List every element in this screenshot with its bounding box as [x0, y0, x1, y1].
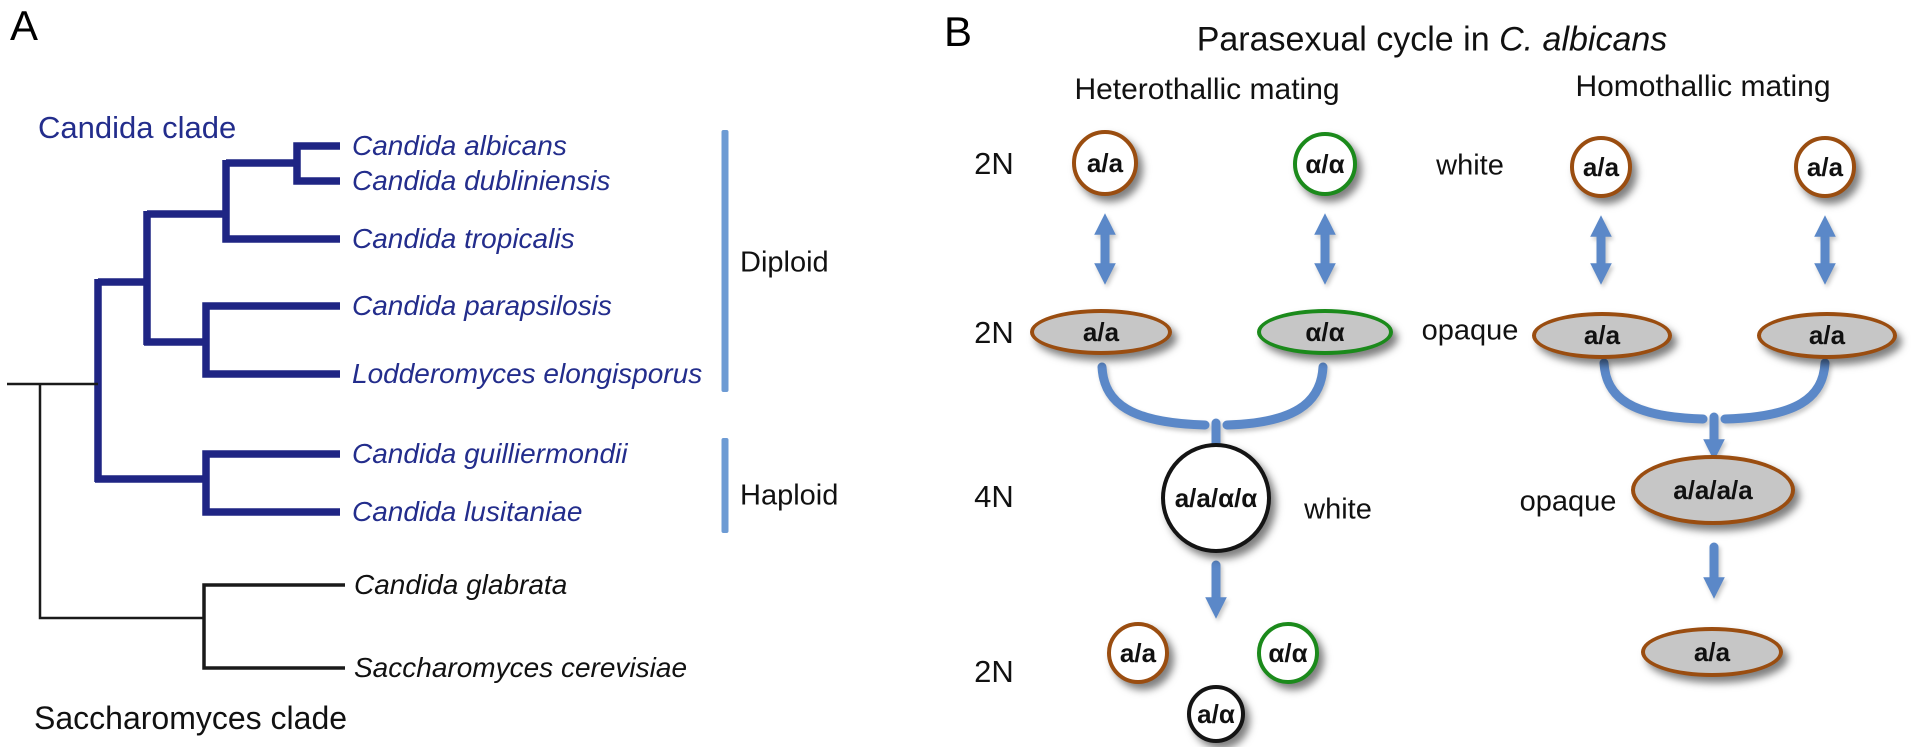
phase-label-white-top: white — [1436, 149, 1504, 182]
panel-b-label: B — [944, 8, 973, 55]
cell-het-white-alpha: α/α — [1293, 132, 1357, 196]
row-label-2n-opaque: 2N — [974, 315, 1014, 350]
branch-tropicalis — [222, 160, 340, 243]
species-saccharomyces-cerevisiae: Saccharomyces cerevisiae — [354, 652, 688, 683]
species-candida-glabrata: Candida glabrata — [354, 569, 568, 600]
merge-arrow-hom-left — [1599, 358, 1708, 424]
branch-glabrata-cerevisiae — [202, 583, 345, 670]
cell-hom-white-a1: a/a — [1570, 136, 1632, 198]
heterothallic-mating-header: Heterothallic mating — [1074, 73, 1340, 106]
species-lodderomyces-elongisporus: Lodderomyces elongisporus — [352, 358, 703, 389]
mating-cycle-arrows — [1094, 213, 1836, 619]
row-label-2n-top: 2N — [974, 146, 1014, 181]
cell-hom-progeny-a: a/a — [1641, 627, 1783, 677]
species-candida-tropicalis: Candida tropicalis — [352, 223, 575, 254]
cell-hom-tetraploid: a/a/a/a — [1631, 455, 1795, 525]
branch-parapsilosis-elongisporus — [202, 302, 340, 378]
merge-arrow-hom-right — [1720, 358, 1830, 424]
panel-b-title-prefix: Parasexual cycle in — [1196, 20, 1500, 59]
homothallic-mating-header: Homothallic mating — [1575, 70, 1831, 103]
merge-arrow-het-left — [1097, 362, 1210, 430]
panel-b-title-species: C. albicans — [1499, 20, 1668, 59]
phylogenetic-tree-candida-branches — [94, 142, 340, 516]
cell-het-white-a: a/a — [1072, 130, 1138, 196]
merge-arrow-het-right — [1222, 362, 1328, 430]
diploid-bracket-label: Diploid — [740, 246, 829, 279]
phase-label-opaque-mid: opaque — [1421, 314, 1519, 347]
branch-guilliermondii-lusitaniae — [202, 450, 340, 516]
cell-het-opaque-alpha: α/α — [1257, 309, 1393, 355]
diploid-bracket-bar — [721, 130, 729, 392]
panel-b-title: Parasexual cycle in C. albicans — [1197, 21, 1668, 60]
ploidy-bracket-bars — [721, 130, 729, 533]
species-candida-guilliermondii: Candida guilliermondii — [352, 438, 628, 469]
phylogenetic-tree-saccharomyces-branches — [7, 382, 345, 670]
haploid-bracket-label: Haploid — [740, 479, 839, 512]
species-candida-albicans: Candida albicans — [352, 130, 567, 161]
panel-a-label: A — [10, 2, 39, 49]
cell-het-opaque-a: a/a — [1030, 309, 1172, 355]
cell-het-progeny-a: a/a — [1107, 622, 1169, 684]
saccharomyces-clade-title: Saccharomyces clade — [34, 700, 348, 736]
cell-het-progeny-a-alpha: a/α — [1187, 685, 1245, 743]
cell-het-progeny-alpha: α/α — [1257, 622, 1319, 684]
cell-het-tetraploid: a/a/α/α — [1161, 443, 1271, 553]
branch-albicans-dubliniensis — [293, 142, 340, 185]
cell-hom-opaque-a1: a/a — [1532, 312, 1672, 359]
species-candida-dubliniensis: Candida dubliniensis — [352, 165, 611, 196]
row-label-2n-bottom: 2N — [974, 654, 1014, 689]
cell-hom-opaque-a2: a/a — [1757, 312, 1897, 359]
haploid-bracket-bar — [721, 438, 729, 533]
branch-outgroup-spine — [38, 384, 204, 620]
species-candida-parapsilosis: Candida parapsilosis — [352, 290, 612, 321]
phase-label-opaque-4n: opaque — [1519, 485, 1617, 518]
species-candida-lusitaniae: Candida lusitaniae — [352, 496, 583, 527]
cell-hom-white-a2: a/a — [1794, 136, 1856, 198]
row-label-4n: 4N — [974, 479, 1014, 514]
candida-clade-title: Candida clade — [38, 110, 237, 145]
phase-label-white-4n: white — [1304, 493, 1372, 526]
